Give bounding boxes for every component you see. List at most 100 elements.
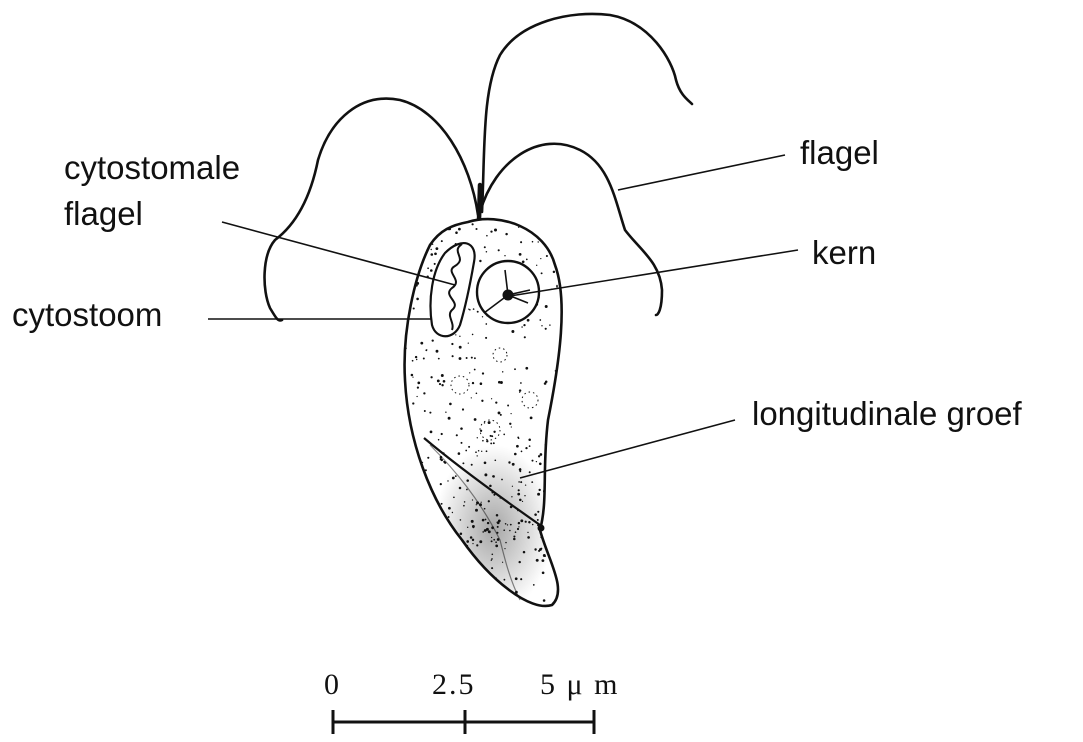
- stipple-dot: [415, 522, 417, 524]
- stipple-dot: [441, 503, 443, 505]
- stipple-dot: [513, 538, 516, 541]
- stipple-dot: [416, 396, 417, 397]
- stipple-dot: [422, 462, 423, 463]
- stipple-dot: [462, 408, 464, 410]
- stipple-dot: [406, 430, 408, 432]
- stipple-dot: [462, 545, 463, 546]
- stipple-dot: [417, 382, 420, 385]
- stipple-dot: [435, 603, 438, 606]
- stipple-dot: [454, 554, 455, 555]
- stipple-dot: [454, 544, 456, 546]
- stipple-dot: [531, 481, 533, 483]
- stipple-dot: [472, 543, 473, 544]
- stipple-dot: [448, 417, 451, 420]
- stipple-dot: [404, 527, 406, 529]
- stipple-dot: [423, 358, 425, 360]
- stipple-dot: [505, 523, 507, 525]
- stipple-dot: [472, 223, 474, 225]
- stipple-dot: [469, 372, 470, 373]
- stipple-dot: [522, 501, 523, 502]
- label-cytostomale-line1: cytostomale: [64, 150, 240, 186]
- stipple-dot: [491, 558, 493, 560]
- stipple-dot: [466, 479, 469, 482]
- stipple-dot: [446, 535, 448, 537]
- stipple-dot: [497, 526, 499, 528]
- stipple-dot: [491, 567, 493, 569]
- stipple-dot: [524, 495, 525, 496]
- stipple-dot: [525, 484, 526, 485]
- stipple-dot: [466, 540, 469, 543]
- stipple-dot: [486, 440, 488, 442]
- stipple-dot: [441, 588, 443, 590]
- label-cytostomale-line2: flagel: [64, 196, 143, 232]
- stipple-dot: [439, 527, 442, 530]
- stipple-dot: [482, 590, 485, 593]
- stipple-dot: [561, 407, 564, 410]
- stipple-dot: [430, 269, 433, 272]
- stipple-dot: [563, 423, 565, 425]
- stipple-dot: [555, 370, 557, 372]
- stipple-dot: [489, 485, 492, 488]
- stipple-dot: [490, 442, 492, 444]
- stipple-dot: [528, 609, 530, 611]
- stipple-dot: [508, 594, 510, 596]
- stipple-dot: [429, 412, 431, 414]
- stipple-dot: [540, 548, 542, 550]
- stipple-dot: [432, 244, 433, 245]
- stipple-dot: [412, 402, 414, 404]
- stipple-dot: [498, 520, 501, 523]
- stipple-dot: [482, 372, 484, 374]
- stipple-dot: [491, 537, 492, 538]
- stipple-dot: [538, 455, 540, 457]
- stipple-dot: [500, 381, 503, 384]
- stipple-dot: [419, 576, 421, 578]
- stipple-dot: [484, 422, 486, 424]
- stipple-dot: [532, 241, 534, 243]
- stipple-dot: [446, 596, 448, 598]
- stipple-dot: [466, 489, 468, 491]
- stipple-dot: [509, 423, 511, 425]
- stipple-dot: [453, 496, 455, 498]
- stipple-dot: [441, 459, 443, 461]
- label-kern: kern: [812, 235, 876, 271]
- stipple-dot: [426, 349, 427, 350]
- stipple-dot: [430, 544, 432, 546]
- stipple-dot: [521, 326, 523, 328]
- stipple-dot: [434, 263, 436, 265]
- stipple-dot: [541, 272, 543, 274]
- stipple-dot: [472, 580, 474, 582]
- stipple-dot: [410, 565, 411, 566]
- stipple-dot: [416, 298, 419, 301]
- stipple-dot: [480, 382, 483, 385]
- stipple-dot: [518, 226, 519, 227]
- stipple-dot: [452, 597, 454, 599]
- stipple-dot: [464, 578, 467, 581]
- stipple-dot: [505, 542, 506, 543]
- stipple-dot: [427, 267, 429, 269]
- stipple-dot: [413, 548, 415, 550]
- stipple-dot: [493, 431, 495, 433]
- stipple-dot: [482, 440, 484, 442]
- stipple-dot: [538, 489, 540, 491]
- stipple-dot: [488, 530, 491, 533]
- stipple-dot: [443, 548, 445, 550]
- stipple-dot: [435, 567, 438, 570]
- stipple-dot: [475, 451, 477, 453]
- stipple-dot: [502, 562, 503, 563]
- stipple-dot: [557, 573, 560, 576]
- stipple-dot: [445, 575, 448, 578]
- stipple-dot: [472, 499, 473, 500]
- stipple-dot: [558, 536, 560, 538]
- stipple-dot: [444, 543, 445, 544]
- stipple-dot: [561, 566, 563, 568]
- stipple-dot: [545, 305, 548, 308]
- stipple-dot: [435, 247, 438, 250]
- stipple-dot: [401, 448, 403, 450]
- stipple-dot: [479, 540, 482, 543]
- stipple-dot: [511, 413, 512, 414]
- stipple-dot: [518, 522, 520, 524]
- stipple-dot: [517, 493, 520, 496]
- stipple-dot: [413, 307, 415, 309]
- stipple-dot: [440, 483, 442, 485]
- stipple-dot: [525, 521, 527, 523]
